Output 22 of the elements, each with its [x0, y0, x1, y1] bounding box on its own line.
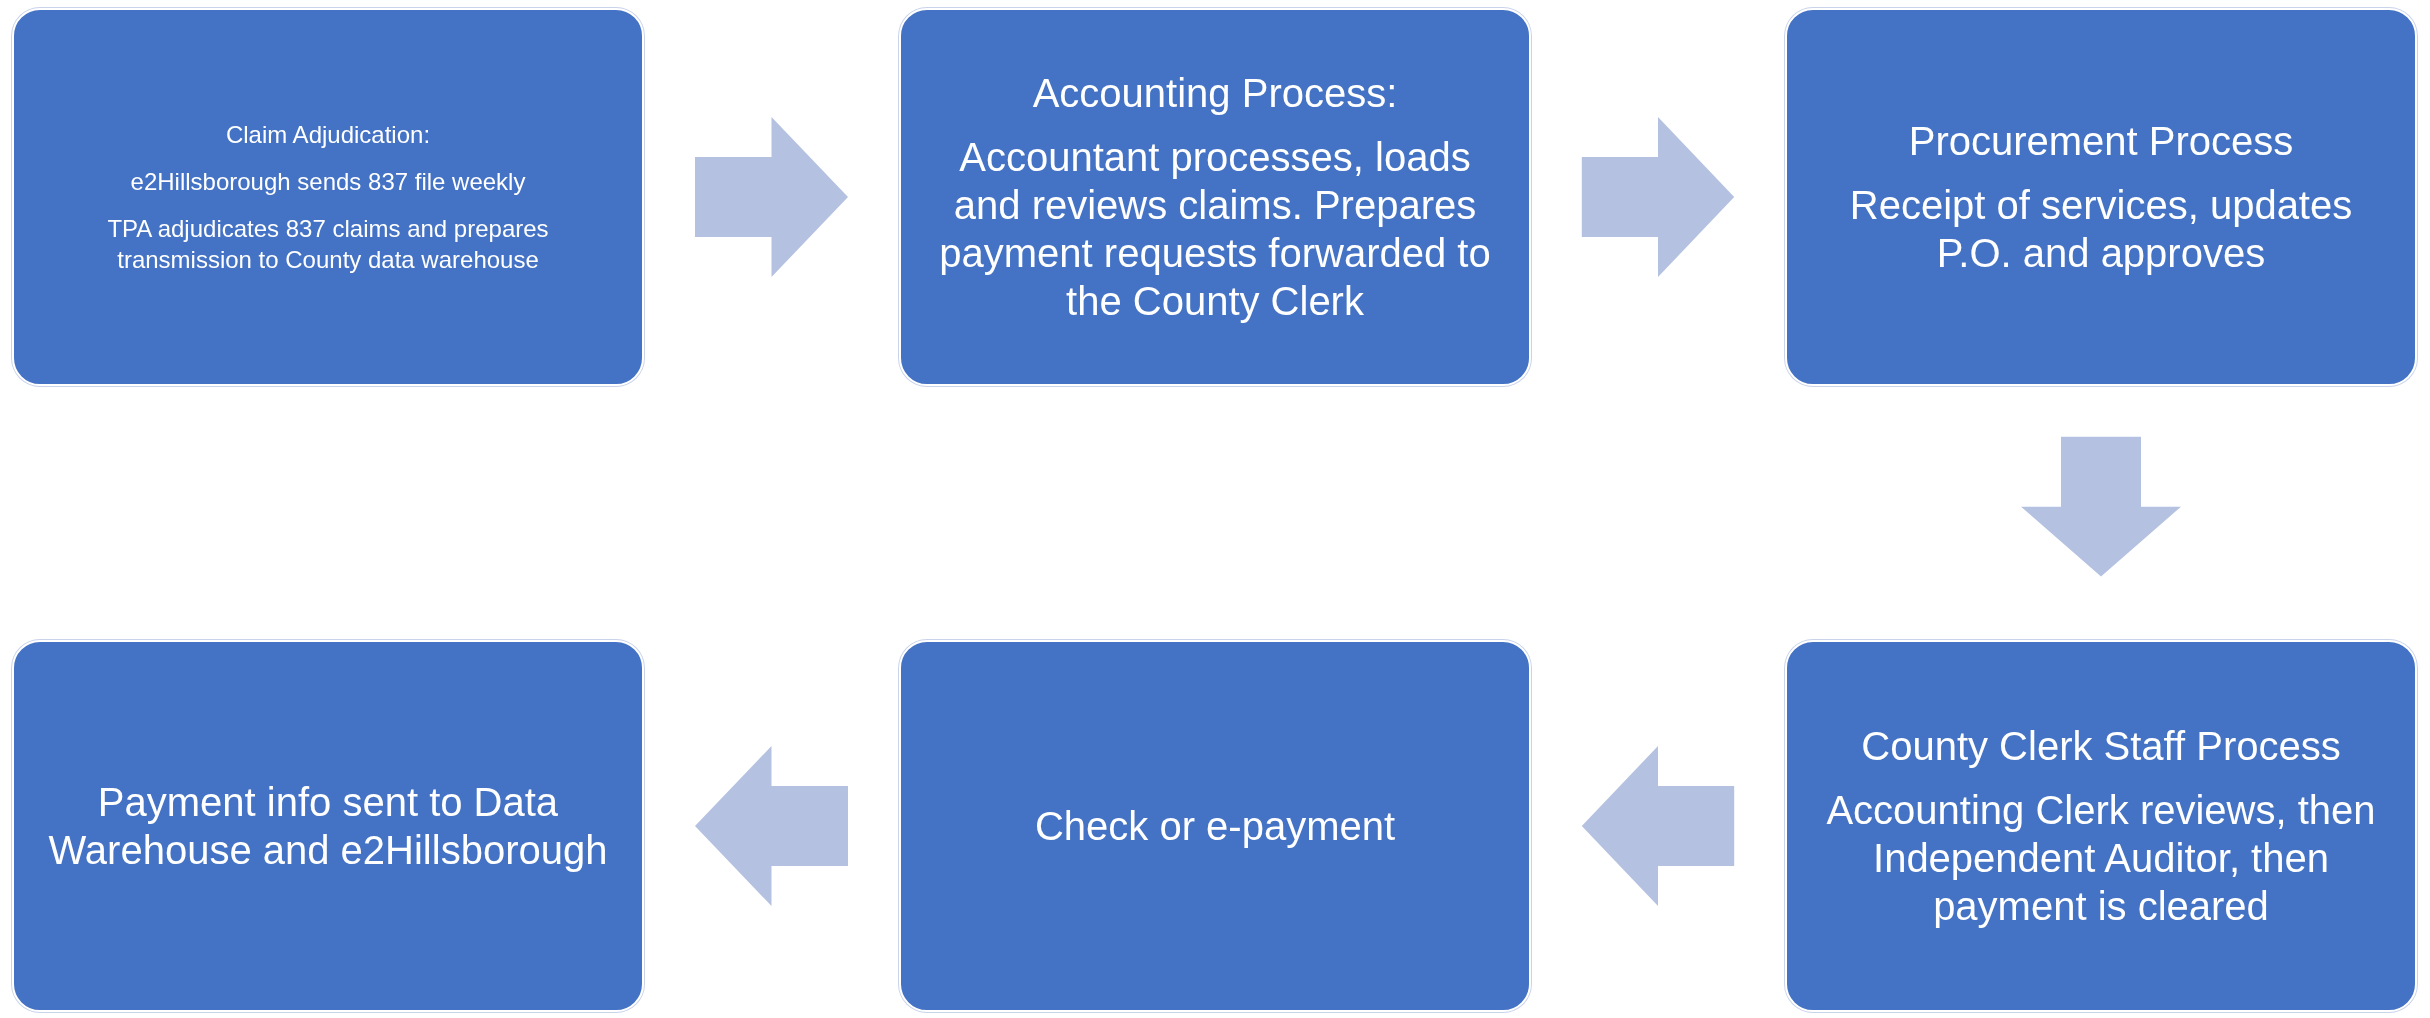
block-arrow [695, 746, 848, 906]
block-arrow [1581, 117, 1735, 277]
box-text: Payment info sent to Data Warehouse and e2Hillsborough [47, 779, 609, 874]
box-heading: County Clerk Staff Process [1861, 723, 2341, 770]
box-text: e2Hillsborough sends 837 file weekly [130, 166, 526, 197]
block-arrow [695, 117, 848, 277]
box-heading: Claim Adjudication: [225, 119, 431, 150]
process-box [12, 8, 644, 386]
block-arrow [1581, 746, 1735, 906]
process-box [899, 8, 1531, 386]
box-text: Receipt of services, updates P.O. and approves [1848, 182, 2354, 277]
process-box [12, 640, 644, 1012]
process-box [1785, 8, 2417, 386]
block-arrow [2021, 436, 2181, 577]
box-text: Check or e-payment [1034, 803, 1396, 850]
box-text: Accounting Clerk reviews, then Independent Auditor, then payment is cleared [1825, 787, 2377, 930]
process-box [1785, 640, 2417, 1012]
box-text: TPA adjudicates 837 claims and prepares transmission to County data warehouse [106, 214, 550, 276]
process-box [899, 640, 1531, 1012]
box-heading: Accounting Process: [1032, 70, 1398, 117]
box-text: Accountant processes, loads and reviews claims. Prepares payment requests forwarded to the County Clerk [938, 134, 1492, 325]
box-heading: Procurement Process [1908, 118, 2294, 165]
